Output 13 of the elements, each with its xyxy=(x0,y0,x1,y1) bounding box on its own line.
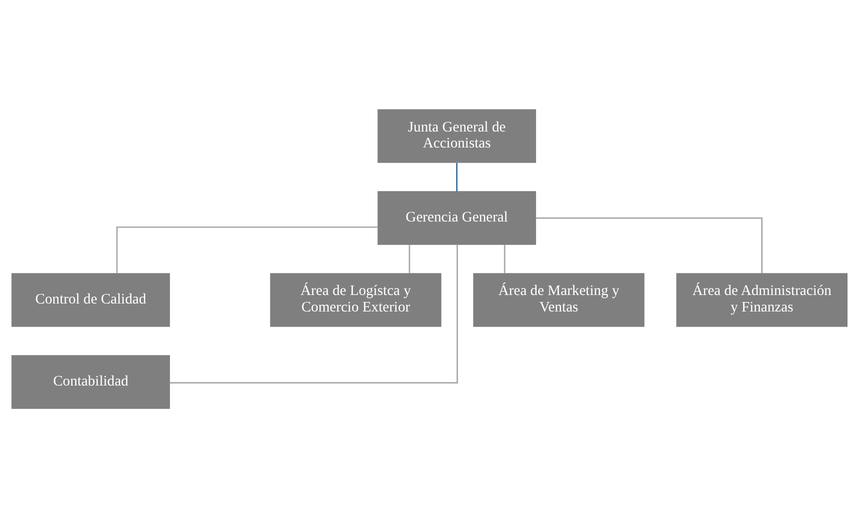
node-box: Junta General de Accionistas xyxy=(378,109,536,163)
connector xyxy=(504,244,506,274)
node-box: Área de Marketing y Ventas xyxy=(473,273,644,327)
connector xyxy=(536,217,763,274)
connector xyxy=(408,244,410,274)
connector xyxy=(170,244,458,384)
connector xyxy=(456,162,458,192)
node-box: Área de Logístca y Comercio Exterior xyxy=(270,273,442,327)
node-box: Control de Calidad xyxy=(11,273,170,327)
connector xyxy=(116,226,378,274)
node-box: Gerencia General xyxy=(378,191,536,245)
node-box: Contabilidad xyxy=(11,355,170,409)
node-box: Área de Administración y Finanzas xyxy=(676,273,848,327)
